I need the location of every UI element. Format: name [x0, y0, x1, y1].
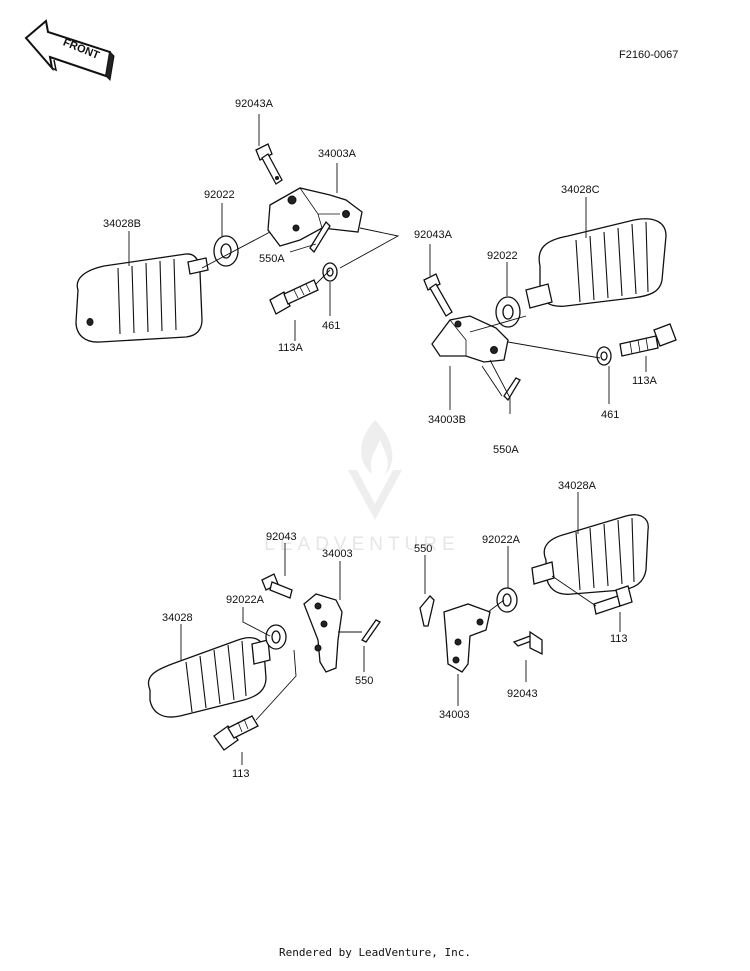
- label-113A-right: 113A: [632, 375, 658, 387]
- footpeg-34028A: [531, 514, 649, 595]
- label-461-right: 461: [601, 409, 619, 421]
- label-34003-left: 34003: [322, 548, 353, 560]
- figure-code: F2160-0067: [619, 49, 678, 61]
- pin-92043-right: [512, 630, 543, 656]
- pin-92043-left: [261, 573, 293, 599]
- footpeg-34028B: [75, 253, 209, 343]
- label-92043-left: 92043: [266, 531, 297, 543]
- label-34028B: 34028B: [103, 218, 141, 230]
- cotter-pin-550-left: [361, 619, 381, 643]
- pin-92043A-right: [423, 273, 453, 317]
- washer-92022A-right: [496, 587, 518, 613]
- label-34028: 34028: [162, 612, 193, 624]
- front-arrow-icon: [24, 19, 115, 82]
- label-34028A: 34028A: [558, 480, 597, 492]
- watermark-text: LEADVENTURE: [264, 534, 459, 555]
- washer-461-right: [596, 346, 612, 366]
- label-550A-right: 550A: [493, 444, 519, 456]
- washer-92022-right: [495, 296, 521, 328]
- bolt-113-right: [593, 585, 633, 615]
- washer-461-left: [322, 262, 338, 282]
- label-34003-right: 34003: [439, 709, 470, 721]
- label-550-right: 550: [414, 543, 432, 555]
- label-113-left: 113: [232, 768, 250, 780]
- label-92022A-left: 92022A: [226, 594, 265, 606]
- label-92022-right: 92022: [487, 250, 518, 262]
- bracket-34003-right: [443, 603, 491, 673]
- label-34003A: 34003A: [318, 148, 357, 160]
- label-92043-right: 92043: [507, 688, 538, 700]
- label-113-right: 113: [610, 633, 628, 645]
- label-34003B: 34003B: [428, 414, 466, 426]
- pin-92043A-top: [255, 143, 283, 185]
- footpeg-34028C: [525, 218, 667, 309]
- label-92022-left: 92022: [204, 189, 235, 201]
- bolt-113-left: [213, 715, 259, 751]
- bolt-113A-right: [619, 323, 677, 357]
- footer-credit: Rendered by LeadVenture, Inc.: [278, 946, 472, 959]
- bolt-113A-left: [269, 279, 319, 315]
- cotter-pin-550-right: [419, 595, 435, 627]
- bracket-34003A: [267, 187, 363, 247]
- label-34028C: 34028C: [561, 184, 600, 196]
- label-92043A-right: 92043A: [414, 229, 453, 241]
- watermark-logo-icon: [348, 420, 402, 520]
- cotter-pin-550A-right: [503, 377, 521, 402]
- label-550-left: 550: [355, 675, 373, 687]
- label-113A-left: 113A: [278, 342, 304, 354]
- footpeg-34028: [147, 637, 271, 718]
- label-92043A-top: 92043A: [235, 98, 274, 110]
- bracket-34003B: [431, 315, 509, 363]
- label-550A-left: 550A: [259, 253, 285, 265]
- label-461-left: 461: [322, 320, 340, 332]
- washer-92022A-left: [265, 624, 287, 650]
- label-92022A-right: 92022A: [482, 534, 521, 546]
- bracket-34003-left: [303, 593, 343, 673]
